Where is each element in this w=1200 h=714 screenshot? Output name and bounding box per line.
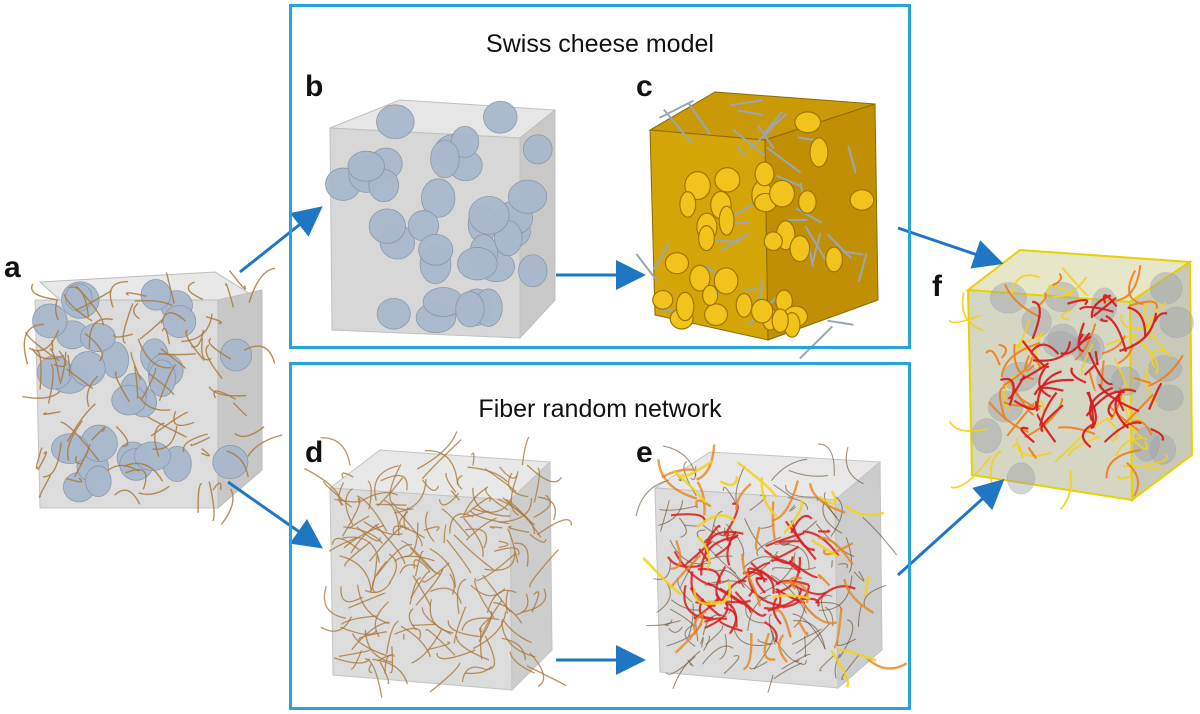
fiber-network-title: Fiber random network [289,397,911,422]
panel-label-e: e [636,438,653,468]
fiber-segment [52,340,53,350]
inclusion-sphere [163,306,196,338]
inclusion-sphere [33,304,68,338]
inclusion-sphere [1150,273,1182,304]
panel-label-f: f [932,272,942,302]
inclusion-sphere [141,280,171,311]
arrow-c-to-f [898,228,998,262]
inclusion-sphere [972,418,1002,452]
inclusion-sphere [37,356,71,389]
swiss-cheese-title: Swiss cheese model [289,32,911,57]
inclusion-sphere [1007,463,1034,494]
inclusion-sphere [80,323,115,351]
inclusion-sphere [85,466,111,497]
panel-label-a: a [4,253,21,283]
cube-f [949,250,1193,510]
arrow-e-to-f [898,483,1000,575]
cube-a [22,268,282,524]
inclusion-sphere [134,442,170,471]
panel-label-b: b [305,72,323,102]
panel-label-c: c [636,72,653,102]
inclusion-sphere [1022,307,1051,337]
inclusion-sphere [990,283,1026,314]
inclusion-sphere [1160,307,1194,337]
panel-label-d: d [305,438,323,468]
inclusion-sphere [71,352,105,386]
